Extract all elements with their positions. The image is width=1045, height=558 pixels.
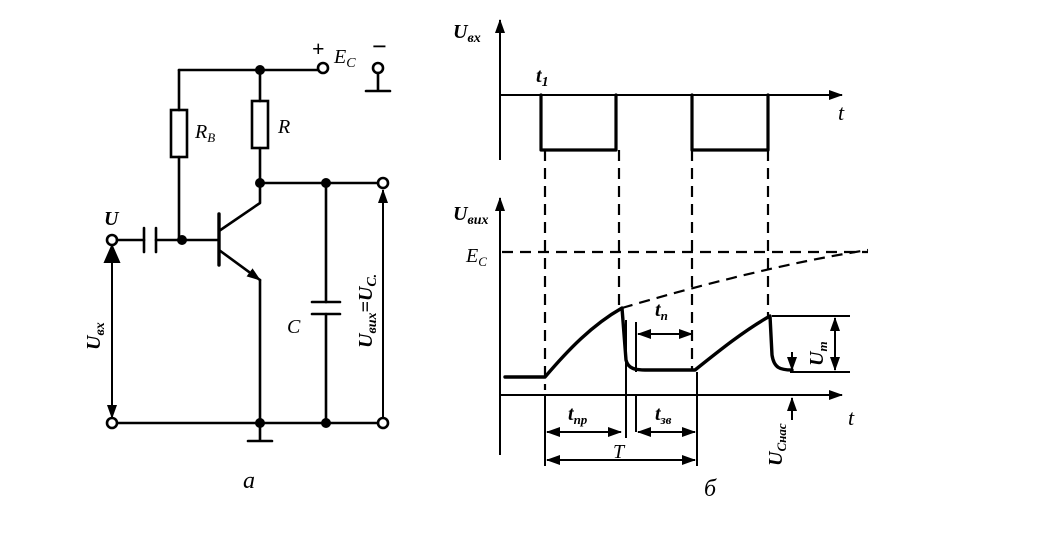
uout-axis-label: Uвих — [453, 203, 489, 228]
rb-label: RB — [194, 121, 215, 145]
input-pulse-2 — [690, 93, 770, 152]
charging-continuation — [621, 248, 869, 310]
period-label: T — [613, 441, 626, 463]
input-pulse-1 — [539, 93, 618, 152]
timing-diagram: Uвх t t1 Uвих t EC Um tп — [453, 19, 869, 502]
uin-axis-label: Uвх — [453, 21, 481, 46]
tzv-label: tзв — [655, 403, 672, 427]
transistor-collector-lead — [217, 181, 262, 233]
output-terminal-bottom — [376, 416, 390, 430]
supply-terminal-minus — [371, 61, 385, 75]
input-terminal-top — [105, 233, 119, 247]
ground-symbol — [246, 421, 274, 443]
junction-base — [177, 235, 187, 245]
input-terminal-bottom — [105, 416, 119, 430]
supply-terminal-plus — [316, 61, 330, 75]
usat-label: UСнас — [765, 423, 789, 466]
circuit-caption: а — [243, 468, 255, 494]
uin-label: Uвх — [83, 322, 108, 350]
uin-arrow-top-head — [103, 243, 121, 263]
uout-time-axis-label: t — [848, 405, 855, 430]
uin-time-axis-label: t — [838, 100, 845, 125]
coupling-capacitor — [142, 226, 158, 254]
r-label: R — [277, 116, 290, 138]
transistor-emitter-lead — [217, 248, 262, 282]
junction-bottom-capacitor — [321, 418, 331, 428]
resistor-r — [250, 99, 270, 150]
output-terminal-top — [376, 176, 390, 190]
supply-plus-sign: + — [312, 36, 325, 61]
ec-level-label: EC — [465, 245, 487, 269]
tn-label: tп — [655, 299, 668, 323]
supply-minus-sign: − — [372, 32, 387, 61]
tpr-label: tпр — [568, 403, 588, 427]
timing-caption: б — [704, 476, 717, 502]
u-input-label: U — [104, 208, 120, 230]
c-label: C — [287, 316, 301, 338]
output-waveform — [503, 306, 794, 379]
t1-label: t1 — [536, 65, 549, 90]
supply-minus-ground — [364, 71, 392, 93]
uout-label: Uвих=UC. — [355, 274, 380, 348]
capacitor-c-plates — [310, 300, 342, 316]
um-label: Um — [806, 341, 830, 366]
supply-label: EC — [333, 46, 356, 71]
circuit-diagram: + EC − RB R U Uвх — [83, 32, 392, 494]
resistor-rb — [169, 108, 189, 159]
